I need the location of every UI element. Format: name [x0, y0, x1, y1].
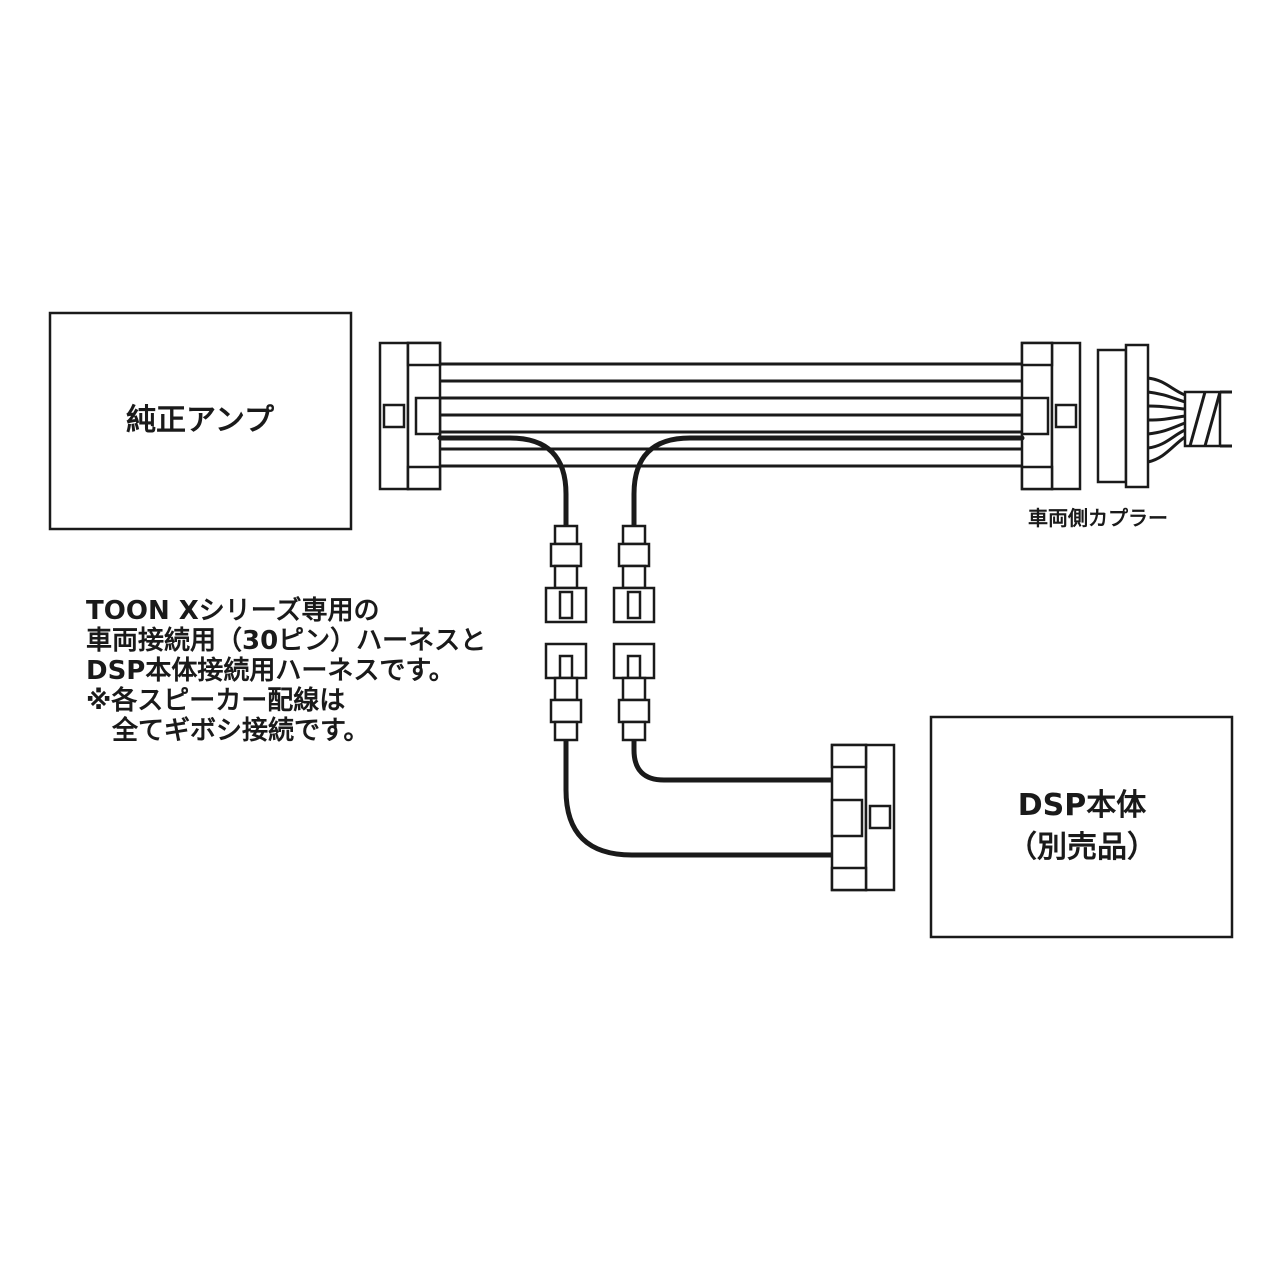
- note-line-3: DSP本体接続用ハーネスです。: [86, 656, 455, 686]
- note-line-4: ※各スピーカー配線は: [86, 686, 346, 716]
- stock-amp-label: 純正アンプ: [126, 403, 275, 438]
- dsp-unit: DSP本体 （別売品）: [929, 715, 1234, 939]
- stock-amp: 純正アンプ: [48, 311, 353, 531]
- dsp-unit-sublabel: （別売品）: [1007, 830, 1157, 865]
- bullet-connector-left: [544, 524, 588, 742]
- note-line-1: TOON Xシリーズ専用の: [86, 596, 380, 626]
- vehicle-coupler-label: 車両側カプラー: [1028, 506, 1168, 530]
- vehicle-coupler: 車両側カプラー: [1028, 343, 1232, 530]
- dsp-side-connector: [830, 743, 896, 892]
- note-line-5: 全てギボシ接続です。: [86, 716, 370, 746]
- dsp-unit-label: DSP本体: [1018, 788, 1147, 823]
- stock-amp-box: [48, 311, 353, 531]
- dsp-unit-box: [929, 715, 1234, 939]
- note-line-2: 車両接続用（30ピン）ハーネスと: [86, 626, 487, 656]
- branch-wires: [437, 435, 1025, 858]
- amp-side-connector: [378, 341, 442, 491]
- vehicle-side-harness-connector: [1020, 341, 1082, 491]
- bullet-connector-right: [612, 524, 656, 742]
- main-harness: [440, 362, 1022, 468]
